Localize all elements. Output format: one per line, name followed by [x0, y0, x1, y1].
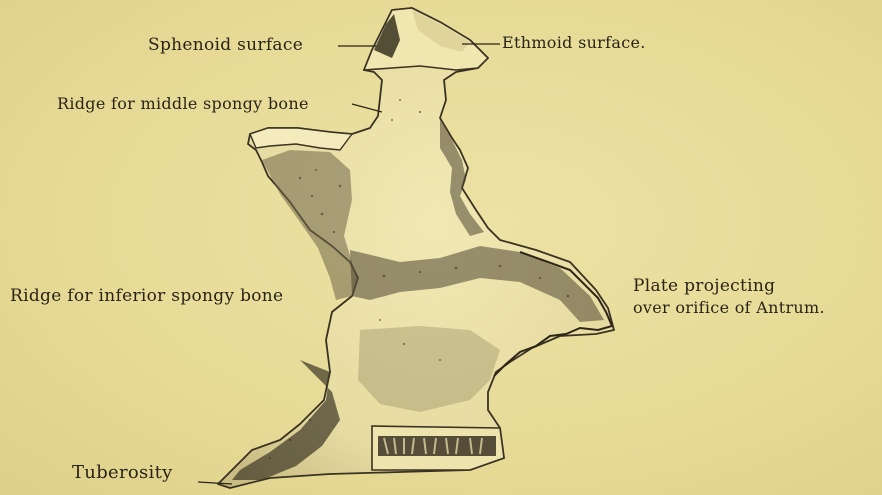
label-ethmoid-surface: Ethmoid surface.: [502, 33, 646, 52]
leader-middle-ridge: [352, 104, 382, 112]
label-ridge-middle-spongy: Ridge for middle spongy bone: [57, 94, 309, 113]
label-sphenoid-surface: Sphenoid surface: [148, 35, 303, 55]
label-tuberosity: Tuberosity: [72, 462, 173, 483]
label-plate-projecting-line2: over orifice of Antrum.: [633, 298, 825, 317]
bone-body: [218, 8, 614, 488]
left-shadow: [262, 150, 358, 300]
label-plate-projecting-line1: Plate projecting: [633, 276, 775, 296]
label-ridge-inferior-spongy: Ridge for inferior spongy bone: [10, 286, 283, 306]
